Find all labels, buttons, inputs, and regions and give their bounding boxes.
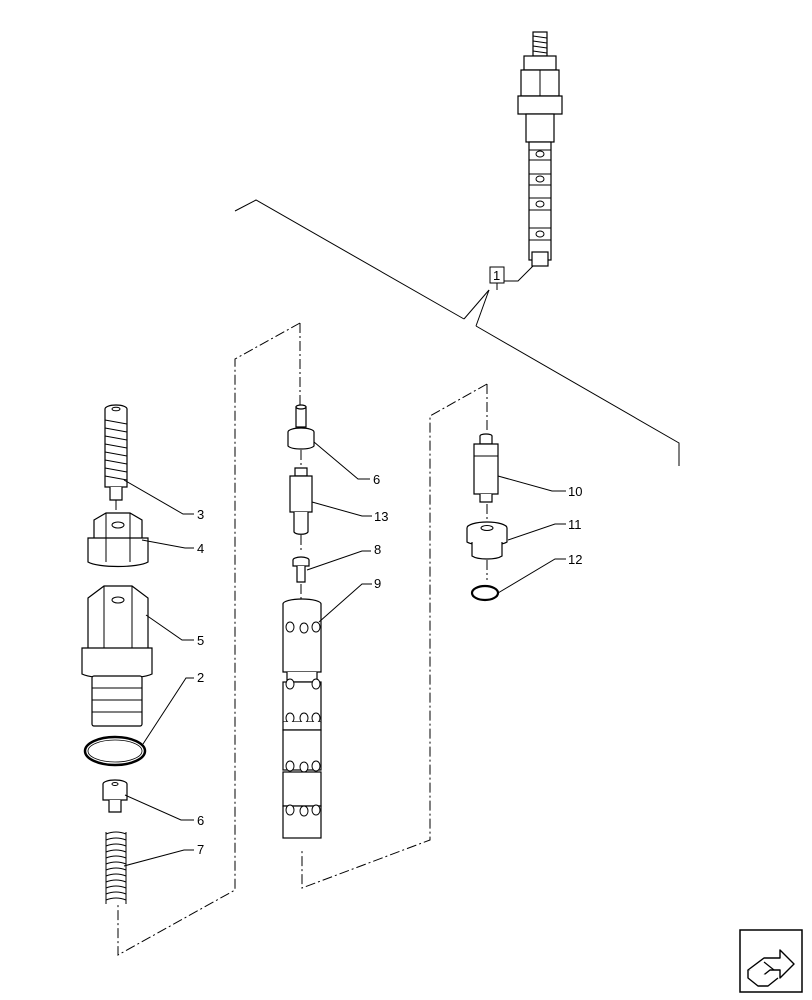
callout-8: 8 — [374, 542, 381, 557]
group-frame-right — [301, 383, 488, 889]
part-10-plunger — [473, 433, 499, 503]
callout-6-middle: 6 — [373, 472, 380, 487]
callout-4: 4 — [197, 541, 204, 556]
callout-13: 13 — [374, 509, 388, 524]
callout-3: 3 — [197, 507, 204, 522]
callout-12: 12 — [568, 552, 582, 567]
next-page-arrow-icon[interactable] — [739, 929, 803, 993]
callout-10: 10 — [568, 484, 582, 499]
part-12-o-ring — [470, 584, 500, 602]
callout-9: 9 — [374, 576, 381, 591]
part-13-pin — [289, 467, 313, 535]
part-3-threaded-plug — [104, 404, 128, 501]
part-6-poppet-middle — [287, 404, 315, 450]
callout-2: 2 — [197, 670, 204, 685]
callout-5: 5 — [197, 633, 204, 648]
part-5-valve-body — [81, 585, 153, 727]
callout-7: 7 — [197, 842, 204, 857]
callout-6-left: 6 — [197, 813, 204, 828]
part-4-nut — [87, 512, 149, 568]
callout-11: 11 — [568, 517, 582, 532]
part-7-spring — [105, 831, 127, 904]
valve-assembly-1 — [517, 31, 563, 267]
callout-1: 1 — [493, 268, 500, 283]
part-8-small-pin — [292, 556, 310, 583]
part-2-o-ring — [83, 735, 147, 767]
assembly-bracket — [234, 199, 680, 466]
leader-lines — [123, 441, 566, 867]
part-11-seat — [466, 521, 508, 560]
part-6-poppet-left — [102, 779, 128, 813]
part-9-spool — [282, 598, 322, 839]
group-frame-left — [117, 322, 301, 956]
